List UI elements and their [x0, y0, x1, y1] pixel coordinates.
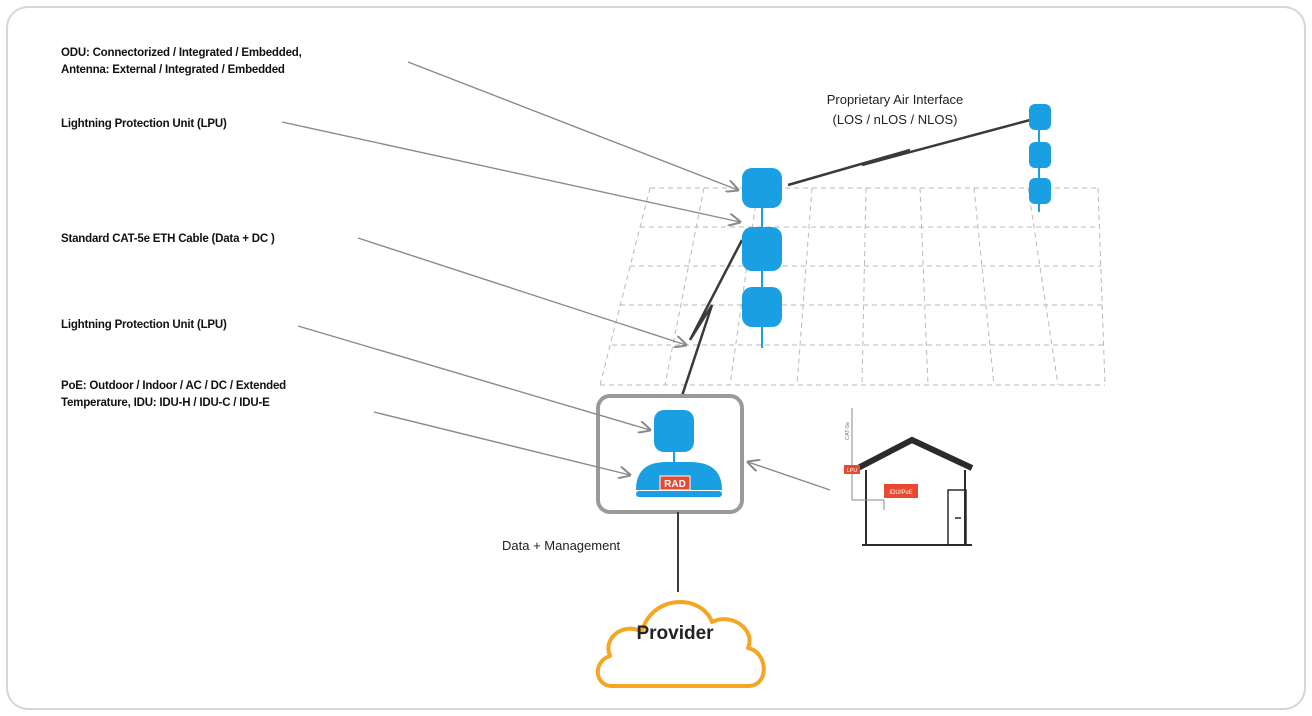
odu-label-line2: Antenna: External / Integrated / Embedde…: [61, 64, 285, 76]
antenna-device: [742, 287, 782, 327]
rad-logo-box: [659, 475, 691, 491]
rad-logo: RAD: [664, 479, 686, 490]
remote-antenna-device: [1029, 178, 1051, 204]
cable-label: Standard CAT-5e ETH Cable (Data + DC ): [61, 233, 275, 245]
ground-grid: [599, 187, 1106, 386]
poe-label-line1: PoE: Outdoor / Indoor / AC / DC / Extend…: [61, 380, 287, 392]
lpu-top-device: [742, 227, 782, 271]
odu-device: [742, 168, 782, 208]
air-interface-line1: Proprietary Air Interface: [826, 92, 964, 107]
house-lpu-text: LPU: [847, 468, 858, 474]
cable-link: [676, 239, 744, 409]
lpu-bottom-label: Lightning Protection Unit (LPU): [61, 319, 227, 331]
poe-label: PoE: Outdoor / Indoor / AC / DC / Extend…: [61, 378, 286, 412]
diagram-frame: [6, 6, 1306, 710]
house-icon: [844, 408, 974, 546]
air-interface-line2: (LOS / nLOS / NLOS): [832, 112, 958, 127]
odu-label-line1: ODU: Connectorized / Integrated / Embedd…: [61, 47, 302, 59]
air-interface-label: Proprietary Air Interface (LOS / nLOS / …: [790, 90, 1000, 130]
remote-lpu-device: [1029, 142, 1051, 168]
house-cable-tag: CAT-5e: [845, 422, 851, 440]
air-link: [787, 118, 1031, 187]
callout-arrows: [281, 61, 831, 491]
odu-label: ODU: Connectorized / Integrated / Embedd…: [61, 45, 302, 79]
house-idu-tag: [884, 484, 918, 498]
lpu-indoor-device: [654, 410, 694, 452]
provider-cloud: [595, 599, 766, 688]
data-management-label: Data + Management: [502, 538, 621, 553]
lpu-top-label: Lightning Protection Unit (LPU): [61, 118, 227, 130]
remote-odu-device: [1029, 104, 1051, 130]
house-lpu-tag: [844, 465, 860, 474]
house-idu-text: IDU/PoE: [889, 490, 912, 496]
provider-label: Provider: [636, 623, 714, 644]
poe-label-line2: Temperature, IDU: IDU-H / IDU-C / IDU-E: [61, 397, 270, 409]
